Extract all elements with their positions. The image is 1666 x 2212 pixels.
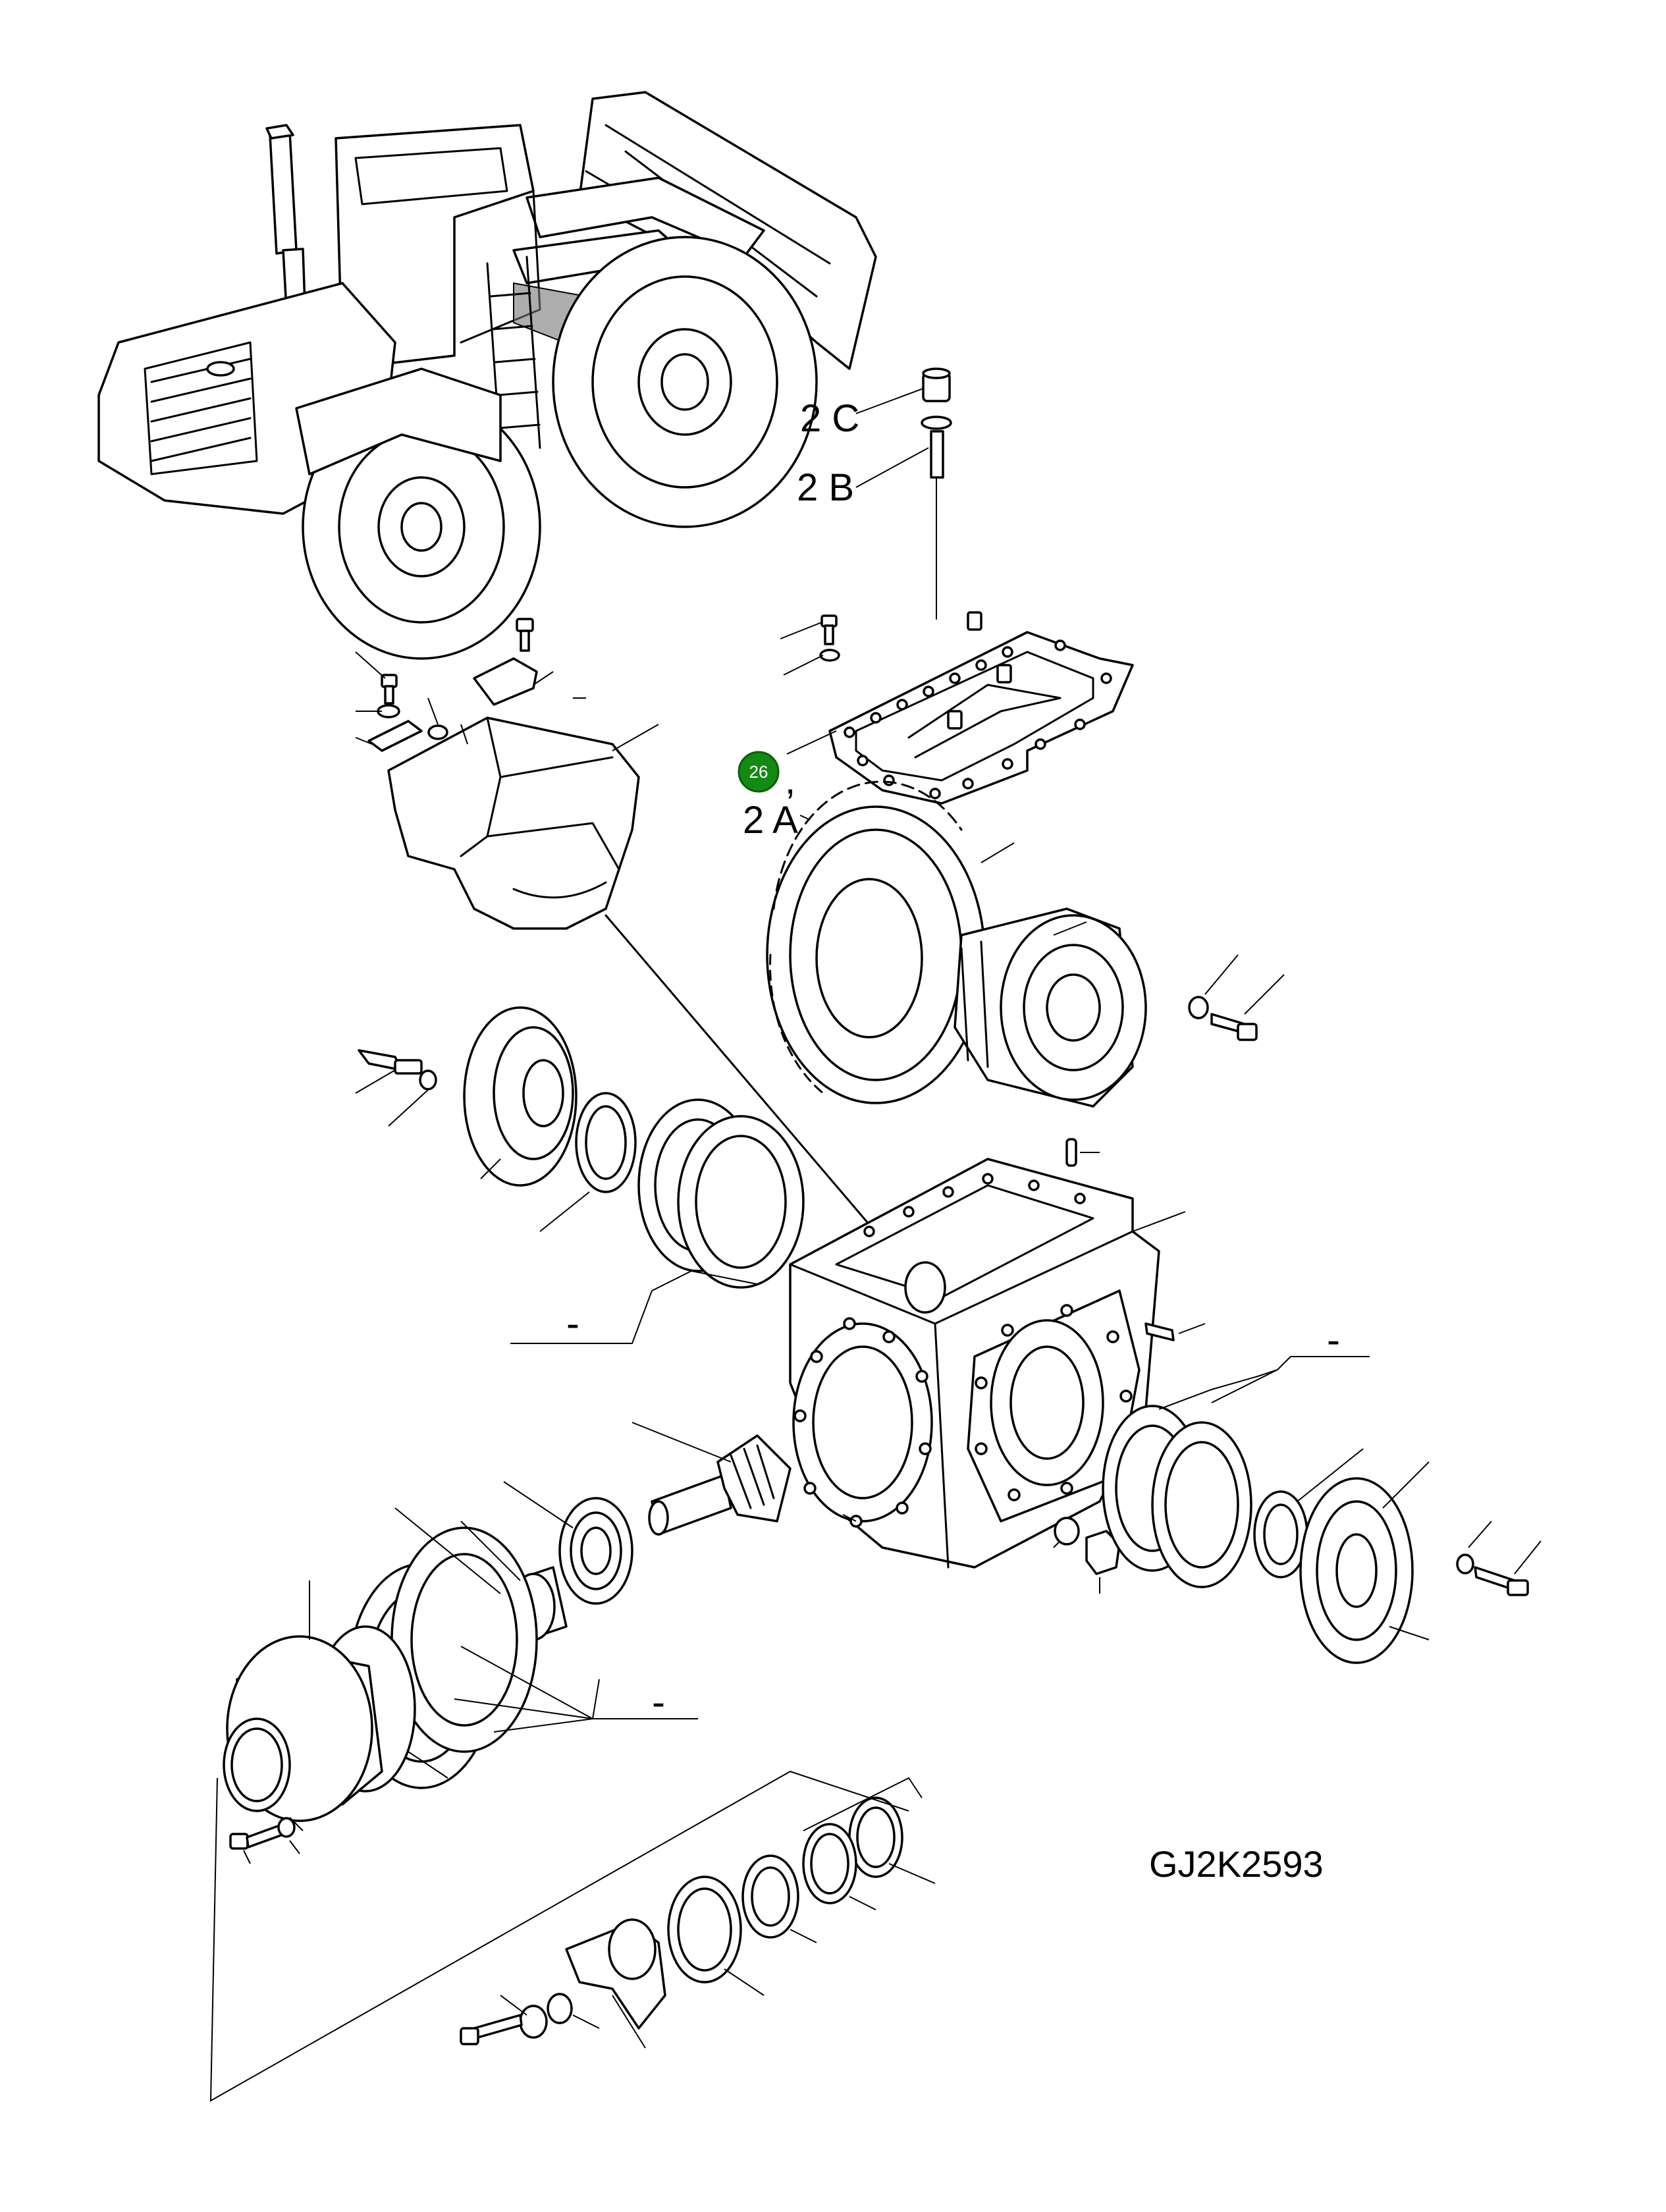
group-dash-2: - — [1327, 1318, 1340, 1362]
callout-2b: 2 B — [797, 466, 854, 509]
highlight-label: 26 — [749, 762, 768, 782]
ring-gear — [766, 780, 1015, 1104]
output-yoke-seals — [209, 1770, 936, 2102]
right-shims-bearing-flange — [1102, 1356, 1542, 1664]
callout-2a: 2 A — [743, 799, 798, 842]
callout-2c: 2 C — [800, 397, 859, 440]
group-dash-3: - — [652, 1680, 665, 1724]
cover-plate — [780, 611, 1134, 805]
pinion-shaft — [631, 1422, 792, 1536]
axle-housing — [789, 1138, 1206, 1594]
group-dash-1: - — [566, 1301, 579, 1345]
highlight-marker-26[interactable]: 26 — [738, 751, 780, 793]
differential-case — [954, 907, 1285, 1108]
left-flange-bearing-shims — [355, 1006, 805, 1344]
pinion-bearings-flange — [223, 1481, 698, 1864]
drawing-code: GJ2K2593 — [1149, 1843, 1324, 1885]
callout-comma: , — [785, 759, 795, 802]
cover-bolt-holes — [844, 639, 1112, 799]
cap-bolt-assembly — [855, 367, 952, 620]
wheel-loader-illustration — [97, 91, 877, 660]
